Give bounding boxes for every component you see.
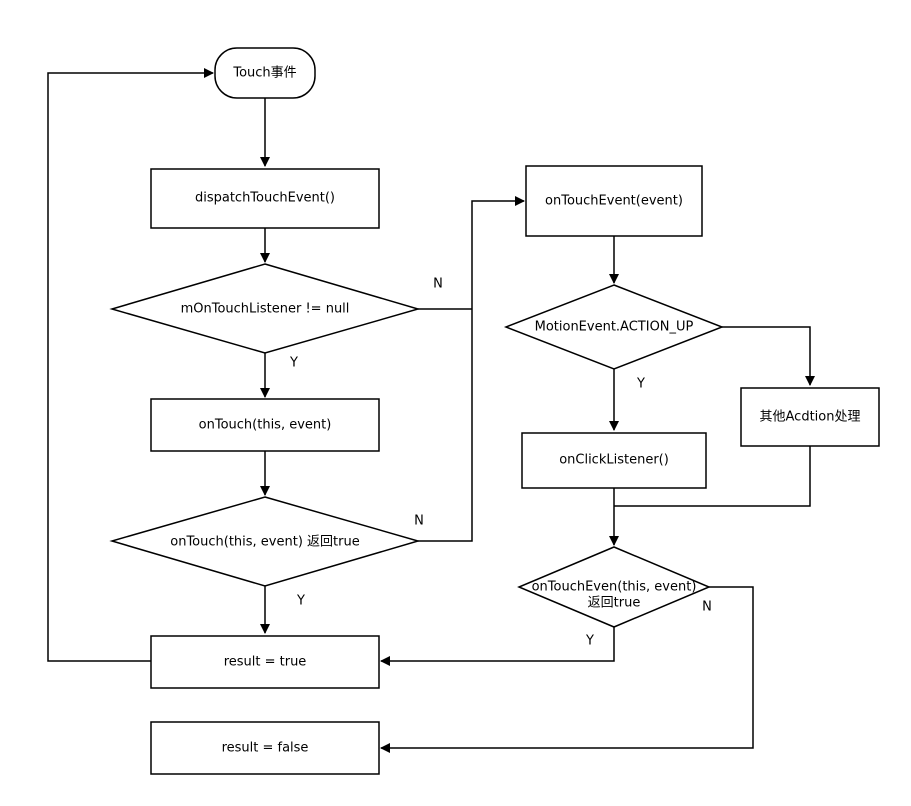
node-start: Touch事件 bbox=[214, 47, 316, 99]
node-even-true: onTouchEven(this, event) 返回true bbox=[517, 546, 711, 628]
edge-labels: N Y N Y Y Y N bbox=[289, 277, 712, 649]
node-on-touch: onTouch(this, event) bbox=[150, 398, 380, 452]
node-check-listener: mOnTouchListener != null bbox=[109, 263, 421, 354]
node-dispatch: dispatchTouchEvent() bbox=[150, 168, 380, 229]
edge-actionup-to-other bbox=[722, 326, 815, 386]
node-dispatch-label: dispatchTouchEvent() bbox=[195, 191, 335, 206]
node-start-label: Touch事件 bbox=[232, 66, 296, 81]
edge-to-ontouchevent bbox=[418, 196, 525, 542]
node-even-true-label-line1: onTouchEven(this, event) bbox=[532, 580, 697, 595]
edge-label-listener-yes: Y bbox=[289, 356, 298, 371]
node-other-action: 其他Acdtion处理 bbox=[740, 387, 880, 447]
edge-label-even-no: N bbox=[702, 600, 712, 615]
edge-even-yes-to-result-true bbox=[380, 627, 615, 666]
edge-label-touch-true-yes: Y bbox=[296, 594, 305, 609]
node-result-false-label: result = false bbox=[222, 741, 309, 756]
node-other-action-label: 其他Acdtion处理 bbox=[760, 410, 861, 425]
node-on-touch-event: onTouchEvent(event) bbox=[525, 165, 703, 237]
node-even-true-label-line2: 返回true bbox=[588, 596, 641, 611]
node-result-false: result = false bbox=[150, 721, 380, 775]
node-result-true: result = true bbox=[150, 635, 380, 689]
node-on-click-label: onClickListener() bbox=[559, 453, 669, 468]
node-check-listener-label: mOnTouchListener != null bbox=[181, 302, 350, 317]
node-on-touch-event-label: onTouchEvent(event) bbox=[545, 194, 683, 209]
node-on-touch-true-label: onTouch(this, event) 返回true bbox=[170, 535, 359, 550]
node-on-click: onClickListener() bbox=[521, 432, 707, 489]
connectors bbox=[47, 68, 815, 753]
edge-label-listener-no: N bbox=[433, 277, 443, 292]
edge-other-merge bbox=[614, 446, 811, 507]
node-on-touch-true: onTouch(this, event) 返回true bbox=[109, 496, 421, 587]
node-action-up: MotionEvent.ACTION_UP bbox=[503, 284, 725, 370]
edge-label-even-yes: Y bbox=[585, 634, 594, 649]
node-on-touch-label: onTouch(this, event) bbox=[199, 418, 332, 433]
node-result-true-label: result = true bbox=[224, 655, 307, 670]
edge-label-touch-true-no: N bbox=[414, 514, 424, 529]
node-action-up-label: MotionEvent.ACTION_UP bbox=[535, 320, 694, 335]
edge-result-loop-back bbox=[47, 68, 214, 662]
edge-even-no-to-result-false bbox=[380, 586, 754, 753]
edge-label-action-up-yes: Y bbox=[636, 377, 645, 392]
